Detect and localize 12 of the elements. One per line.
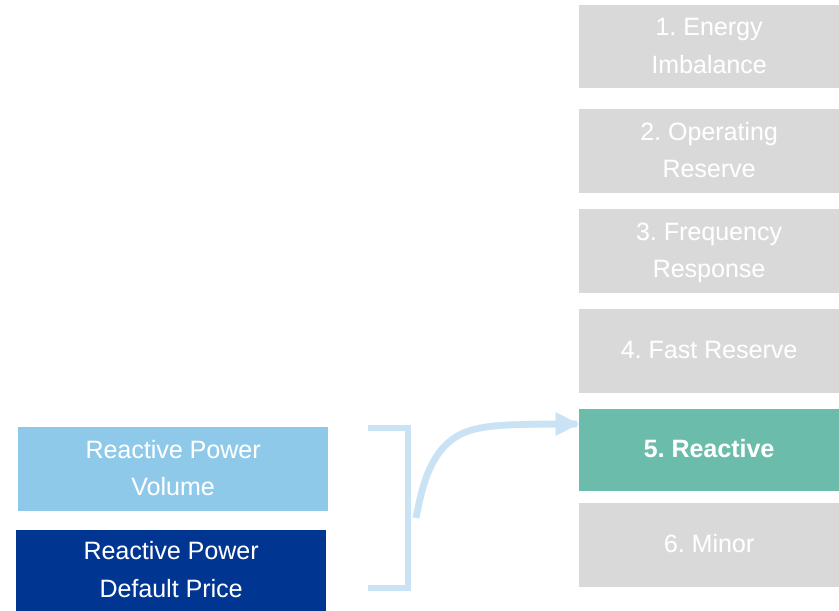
- box-label: 5. Reactive: [644, 434, 774, 466]
- category-box: [579, 503, 839, 587]
- input-box: [16, 530, 326, 611]
- highlighted-category-box: [579, 409, 839, 491]
- category-box: [579, 209, 839, 293]
- box-label: Reactive Power Volume: [84, 434, 262, 503]
- category-box: [579, 109, 839, 193]
- box-label: Reactive Power Default Price: [82, 536, 260, 604]
- input-box: [18, 427, 328, 511]
- category-box: [579, 5, 839, 88]
- curved-arrow: [412, 412, 580, 519]
- category-box: [579, 309, 839, 393]
